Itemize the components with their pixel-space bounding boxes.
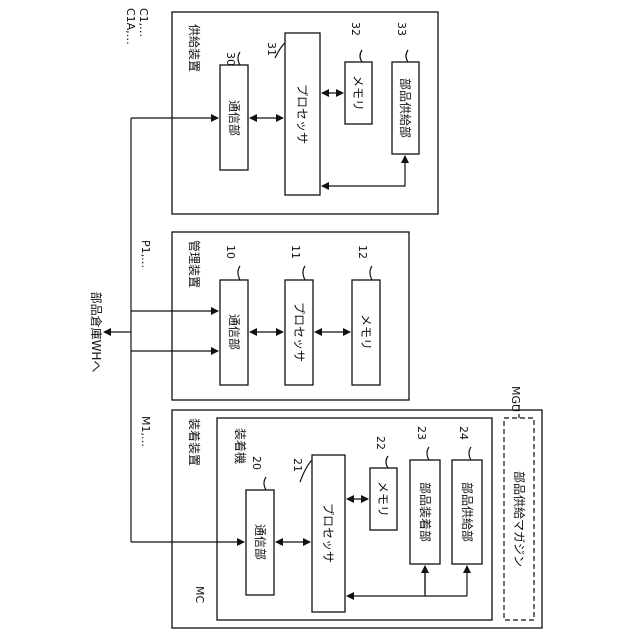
mounting-feeder-num: 24 xyxy=(457,426,470,440)
management-processor-label: プロセッサ xyxy=(292,302,306,362)
supply-device-title: 供給装置 xyxy=(187,24,201,72)
management-comm-num: 10 xyxy=(224,245,237,259)
supply-memory-label: メモリ xyxy=(351,75,365,111)
magazine-ref: MGU xyxy=(509,386,522,412)
supply-comm-num: 30 xyxy=(224,52,237,66)
management-memory-label: メモリ xyxy=(359,314,373,350)
management-device-ref: P1,… xyxy=(139,240,152,268)
supply-comm-label: 通信部 xyxy=(227,100,242,136)
warehouse-label: 部品倉庫WHへ xyxy=(89,292,104,373)
mounting-feeder-label: 部品供給部 xyxy=(460,482,475,542)
mounting-processor-num: 21 xyxy=(291,458,304,472)
mounting-placement-num: 23 xyxy=(415,426,428,440)
supply-processor-num: 31 xyxy=(265,42,278,56)
management-comm-label: 通信部 xyxy=(227,314,242,350)
supply-device-ref-line1: C1,… xyxy=(137,8,150,37)
supply-device-ref-line2: C1A,… xyxy=(124,8,137,45)
mounting-processor-label: プロセッサ xyxy=(321,503,335,563)
mounting-device-ref: M1,… xyxy=(139,416,152,447)
mounting-memory-label: メモリ xyxy=(376,481,390,517)
supply-feeder-num: 33 xyxy=(395,22,408,36)
mounting-comm-num: 20 xyxy=(250,456,263,470)
supply-device-ref: C1,… C1A,… xyxy=(124,8,150,45)
management-processor-num: 11 xyxy=(289,245,302,259)
management-device-title: 管理装置 xyxy=(187,240,202,288)
supply-feeder-label: 部品供給部 xyxy=(398,78,413,138)
magazine-label: 部品供給マガジン xyxy=(512,471,527,567)
mounting-memory-num: 22 xyxy=(374,436,387,450)
supply-memory-num: 32 xyxy=(349,22,362,36)
mounting-comm-label: 通信部 xyxy=(253,524,268,560)
mounting-device-title: 装着装置 xyxy=(187,418,202,466)
mounting-mc-label: MC xyxy=(193,586,206,603)
mounting-placement-label: 部品装着部 xyxy=(418,482,433,542)
management-memory-num: 12 xyxy=(356,245,369,259)
mounting-machine-title: 装着機 xyxy=(233,428,248,464)
supply-processor-label: プロセッサ xyxy=(295,84,309,144)
